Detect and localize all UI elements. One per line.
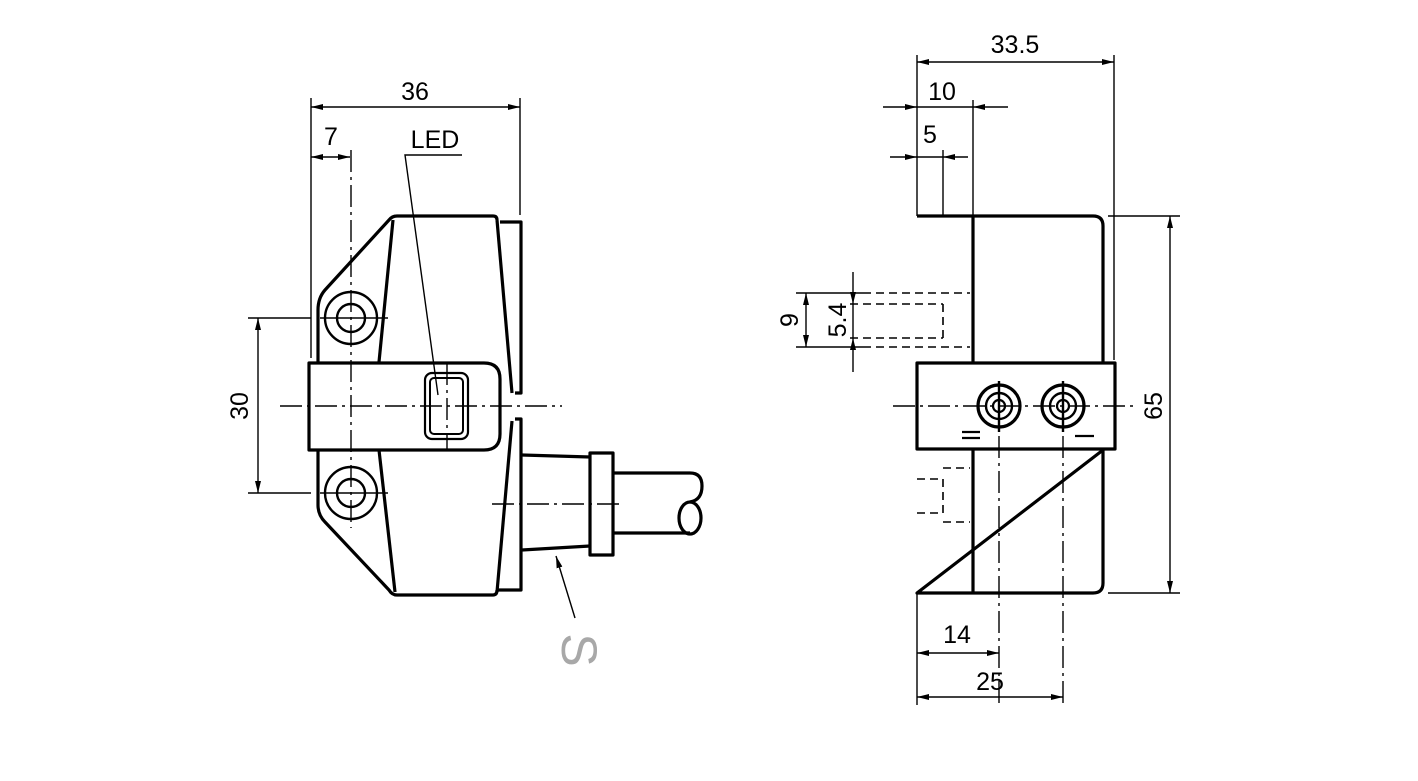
front-view: 33.5 10 5 — [776, 31, 1180, 705]
mounting-strap — [307, 361, 502, 452]
side-view: 36 7 LED — [226, 78, 704, 667]
led-leader-line — [404, 154, 462, 396]
hidden-slot-top — [850, 292, 970, 348]
cable — [613, 471, 704, 535]
sensor-body-outline — [316, 214, 499, 597]
sensing-face-arrow — [555, 555, 576, 619]
dimension-5-4-label: 5.4 — [824, 303, 852, 338]
dimension-30-label: 30 — [226, 392, 254, 420]
cable-gland — [521, 453, 591, 552]
dimension-7-label: 7 — [324, 123, 338, 151]
dimension-33-5-label: 33.5 — [991, 31, 1040, 59]
dimension-65-label: 65 — [1140, 392, 1168, 420]
led-label: LED — [411, 126, 460, 154]
hidden-slot-bottom — [917, 467, 970, 523]
dimension-10-label: 10 — [928, 78, 956, 106]
sensing-face-label: S — [551, 633, 607, 666]
dimension-25-label: 25 — [976, 668, 1004, 696]
dimension-36-label: 36 — [401, 78, 429, 106]
dimension-14-label: 14 — [943, 621, 971, 649]
sensor-front-body — [915, 214, 1105, 595]
dimension-9-label: 9 — [776, 313, 804, 327]
dimension-5-label: 5 — [923, 121, 937, 149]
